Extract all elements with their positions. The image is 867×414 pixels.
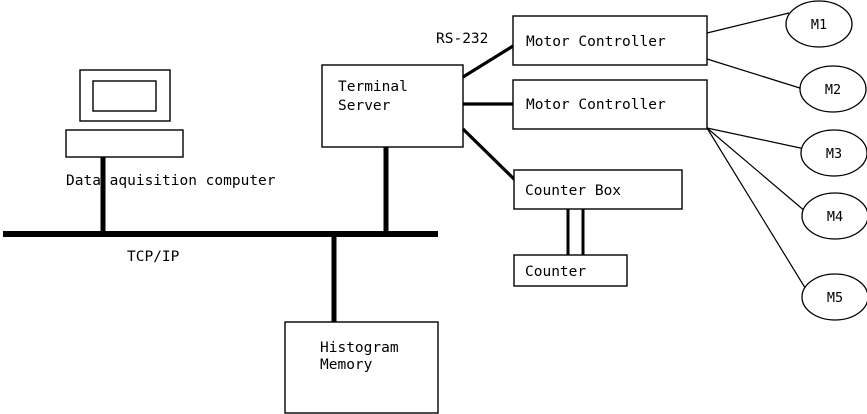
motor-m5-node[interactable]: M5 xyxy=(801,273,867,321)
counter-box-rect xyxy=(513,169,683,210)
computer-screen-icon xyxy=(92,80,157,112)
motor-m1-ellipse xyxy=(785,0,853,48)
motor-m4-node[interactable]: M4 xyxy=(801,192,867,240)
computer-base-icon xyxy=(65,129,184,158)
histogram-memory-node[interactable]: Histogram Memory xyxy=(284,321,439,414)
motor-controller-1-label: Motor Controller xyxy=(526,34,666,50)
histogram-memory-label-line2: Memory xyxy=(320,357,373,373)
terminal-server-box xyxy=(321,64,464,148)
motor-controller-2-box xyxy=(512,79,708,130)
motor-controller-2-label: Motor Controller xyxy=(526,97,666,113)
histogram-memory-label-line1: Histogram xyxy=(320,340,399,356)
motor-cable-m2 xyxy=(706,58,804,90)
counter-label: Counter xyxy=(525,264,586,280)
motor-m2-label: M2 xyxy=(825,82,841,98)
motor-controller-1-box xyxy=(512,15,708,66)
motor-m3-node[interactable]: M3 xyxy=(800,129,867,177)
motor-m4-label: M4 xyxy=(827,209,843,225)
motor-cable-m3 xyxy=(706,127,806,150)
counter-node[interactable]: Counter xyxy=(513,254,628,287)
motor-m5-ellipse xyxy=(801,273,867,321)
motor-m3-ellipse xyxy=(800,129,867,177)
motor-m3-label: M3 xyxy=(826,146,842,162)
data-acquisition-computer[interactable] xyxy=(65,69,184,158)
motor-cable-m4 xyxy=(706,127,807,213)
rs232-link-to-motor-controller-1 xyxy=(462,44,514,79)
terminal-server-label-line2: Server xyxy=(338,98,391,114)
motor-m2-ellipse xyxy=(799,65,867,113)
motor-m5-label: M5 xyxy=(827,290,843,306)
terminal-server-label-line1: Terminal xyxy=(338,79,408,95)
motor-m1-node[interactable]: M1 xyxy=(785,0,853,48)
rs232-link-to-counter-box xyxy=(461,127,518,183)
motor-controller-2-node[interactable]: Motor Controller xyxy=(512,79,708,130)
motor-m2-node[interactable]: M2 xyxy=(799,65,867,113)
motor-controller-1-node[interactable]: Motor Controller xyxy=(512,15,708,66)
data-acquisition-computer-label: Data aquisition computer xyxy=(66,173,276,189)
rs232-label: RS-232 xyxy=(436,31,488,47)
histogram-memory-box xyxy=(284,321,439,414)
counter-box-node[interactable]: Counter Box xyxy=(513,169,683,210)
motor-m1-label: M1 xyxy=(811,17,827,33)
terminal-server-node[interactable]: Terminal Server xyxy=(321,64,464,148)
motor-m4-ellipse xyxy=(801,192,867,240)
motor-cable-m1 xyxy=(706,12,790,34)
tcpip-bus-label: TCP/IP xyxy=(127,249,180,265)
counter-box-label: Counter Box xyxy=(525,183,621,199)
counter-rect xyxy=(513,254,628,287)
motor-cable-m5 xyxy=(706,127,808,292)
